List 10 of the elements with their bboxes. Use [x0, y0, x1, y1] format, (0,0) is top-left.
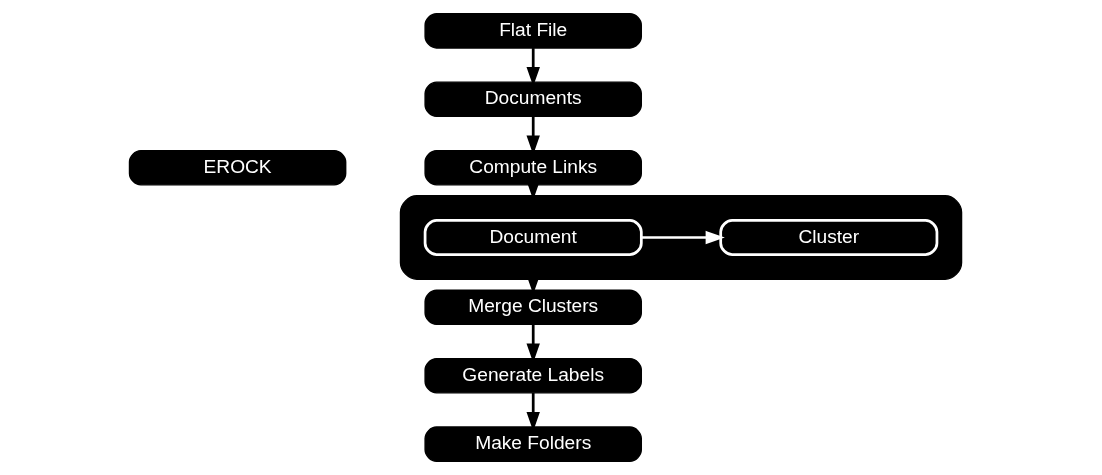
node-box: Flat File [424, 13, 642, 49]
node-box: Merge Clusters [424, 289, 642, 326]
node-box: Documents [424, 81, 642, 118]
node-box: EROCK [128, 149, 347, 186]
cluster [399, 195, 963, 280]
node-box: Generate Labels [424, 357, 642, 394]
node-box: Make Folders [424, 426, 642, 462]
node-box: Document [423, 219, 643, 256]
arrow [641, 230, 725, 245]
node-box: Cluster [719, 219, 939, 256]
